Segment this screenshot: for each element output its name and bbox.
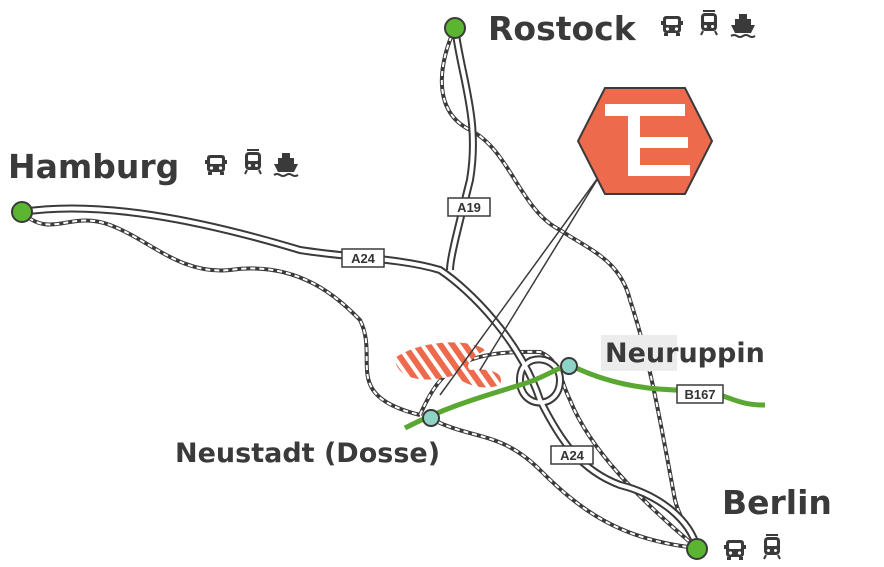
svg-text:A24: A24 [560,448,585,463]
logo-leader-lines [439,174,601,396]
city-label-berlin: Berlin [722,483,832,522]
svg-text:A19: A19 [457,200,481,215]
city-label-rostock: Rostock [488,9,637,48]
train-icon [244,148,262,175]
berlin-transport-icons [724,533,781,560]
train-icon [700,9,718,36]
road-label-a24-west: A24 [341,248,385,268]
city-label-neuruppin: Neuruppin [605,338,765,369]
city-label-neustadt: Neustadt (Dosse) [175,438,440,469]
city-marker-rostock [444,17,466,39]
junction-marker-neustadt [422,409,440,427]
city-marker-hamburg [11,201,33,223]
truck-icon [205,155,227,175]
road-label-b167: B167 [676,384,724,404]
development-area [395,342,501,388]
motorway-lines [21,27,701,550]
rostock-transport-icons [661,9,756,38]
city-marker-berlin [686,538,708,560]
truck-icon [724,540,746,560]
road-label-a19: A19 [447,197,491,217]
svg-text:A24: A24 [351,251,376,266]
train-icon [763,533,781,560]
truck-icon [661,16,683,36]
road-label-a24-south: A24 [550,445,594,465]
te-logo [576,87,714,195]
neuruppin-label-bg [601,335,677,371]
svg-text:B167: B167 [684,387,715,402]
city-label-hamburg: Hamburg [8,147,179,186]
ship-icon [273,152,299,177]
junction-marker-neuruppin [560,357,578,375]
hamburg-transport-icons [205,148,299,177]
ship-icon [730,13,756,38]
